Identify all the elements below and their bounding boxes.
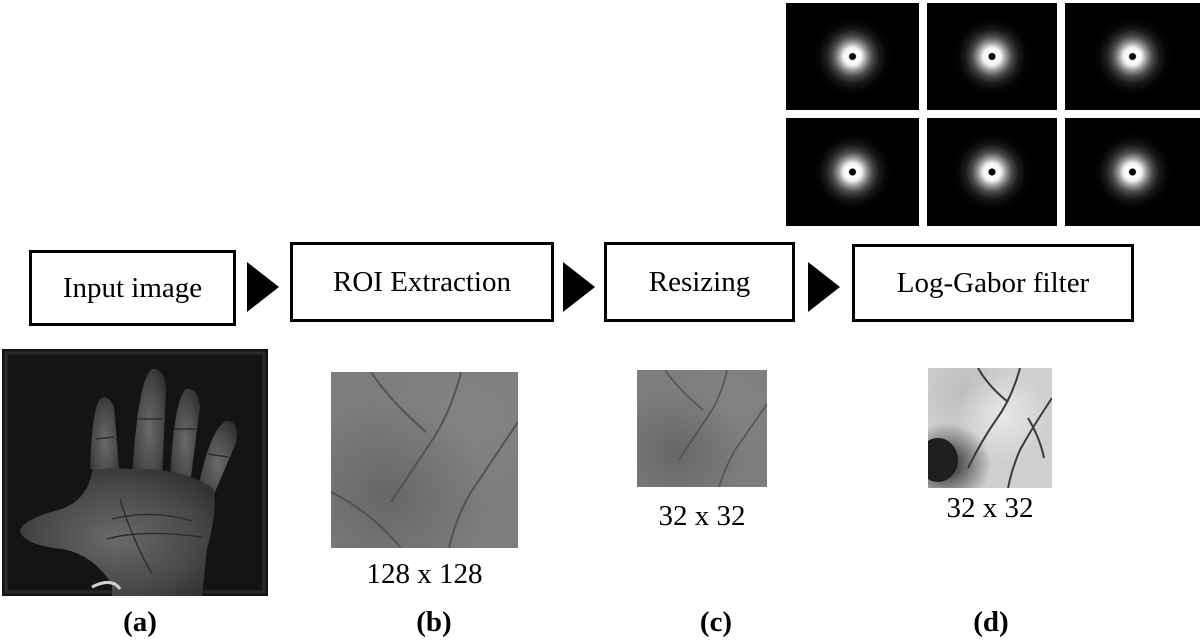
step-input-image: Input image <box>29 250 236 326</box>
step-log-gabor-filter: Log-Gabor filter <box>852 244 1134 322</box>
resized-size-label: 32 x 32 <box>658 500 746 532</box>
input-hand-image <box>2 349 268 596</box>
log-gabor-filter-4 <box>786 118 919 226</box>
arrow-icon <box>563 262 595 312</box>
log-gabor-filtered-image <box>928 368 1052 488</box>
palm-lines <box>331 372 518 548</box>
roi-size-label: 128 x 128 <box>366 558 483 590</box>
step-input-image-label: Input image <box>62 271 203 304</box>
step-roi-extraction: ROI Extraction <box>290 242 554 322</box>
hand-silhouette <box>2 349 268 596</box>
panel-label-c: (c) <box>699 606 733 638</box>
panel-label-d: (d) <box>973 606 1009 638</box>
step-roi-extraction-label: ROI Extraction <box>333 265 511 298</box>
log-gabor-filter-5 <box>927 118 1057 226</box>
log-gabor-filter-3 <box>1065 3 1200 110</box>
filtered-palm-lines <box>928 368 1052 488</box>
roi-image-128 <box>331 372 518 548</box>
step-resizing-label: Resizing <box>648 265 751 298</box>
panel-label-b: (b) <box>416 606 452 638</box>
arrow-icon <box>808 262 840 312</box>
log-gabor-filter-6 <box>1065 118 1200 226</box>
log-gabor-filter-2 <box>927 3 1057 110</box>
filtered-size-label: 32 x 32 <box>946 492 1034 524</box>
resized-image-32 <box>637 370 767 487</box>
arrow-icon <box>247 262 279 312</box>
panel-label-a: (a) <box>123 606 157 638</box>
step-resizing: Resizing <box>604 242 795 322</box>
step-log-gabor-filter-label: Log-Gabor filter <box>896 266 1090 299</box>
palm-lines <box>664 370 767 487</box>
log-gabor-filter-1 <box>786 3 919 110</box>
